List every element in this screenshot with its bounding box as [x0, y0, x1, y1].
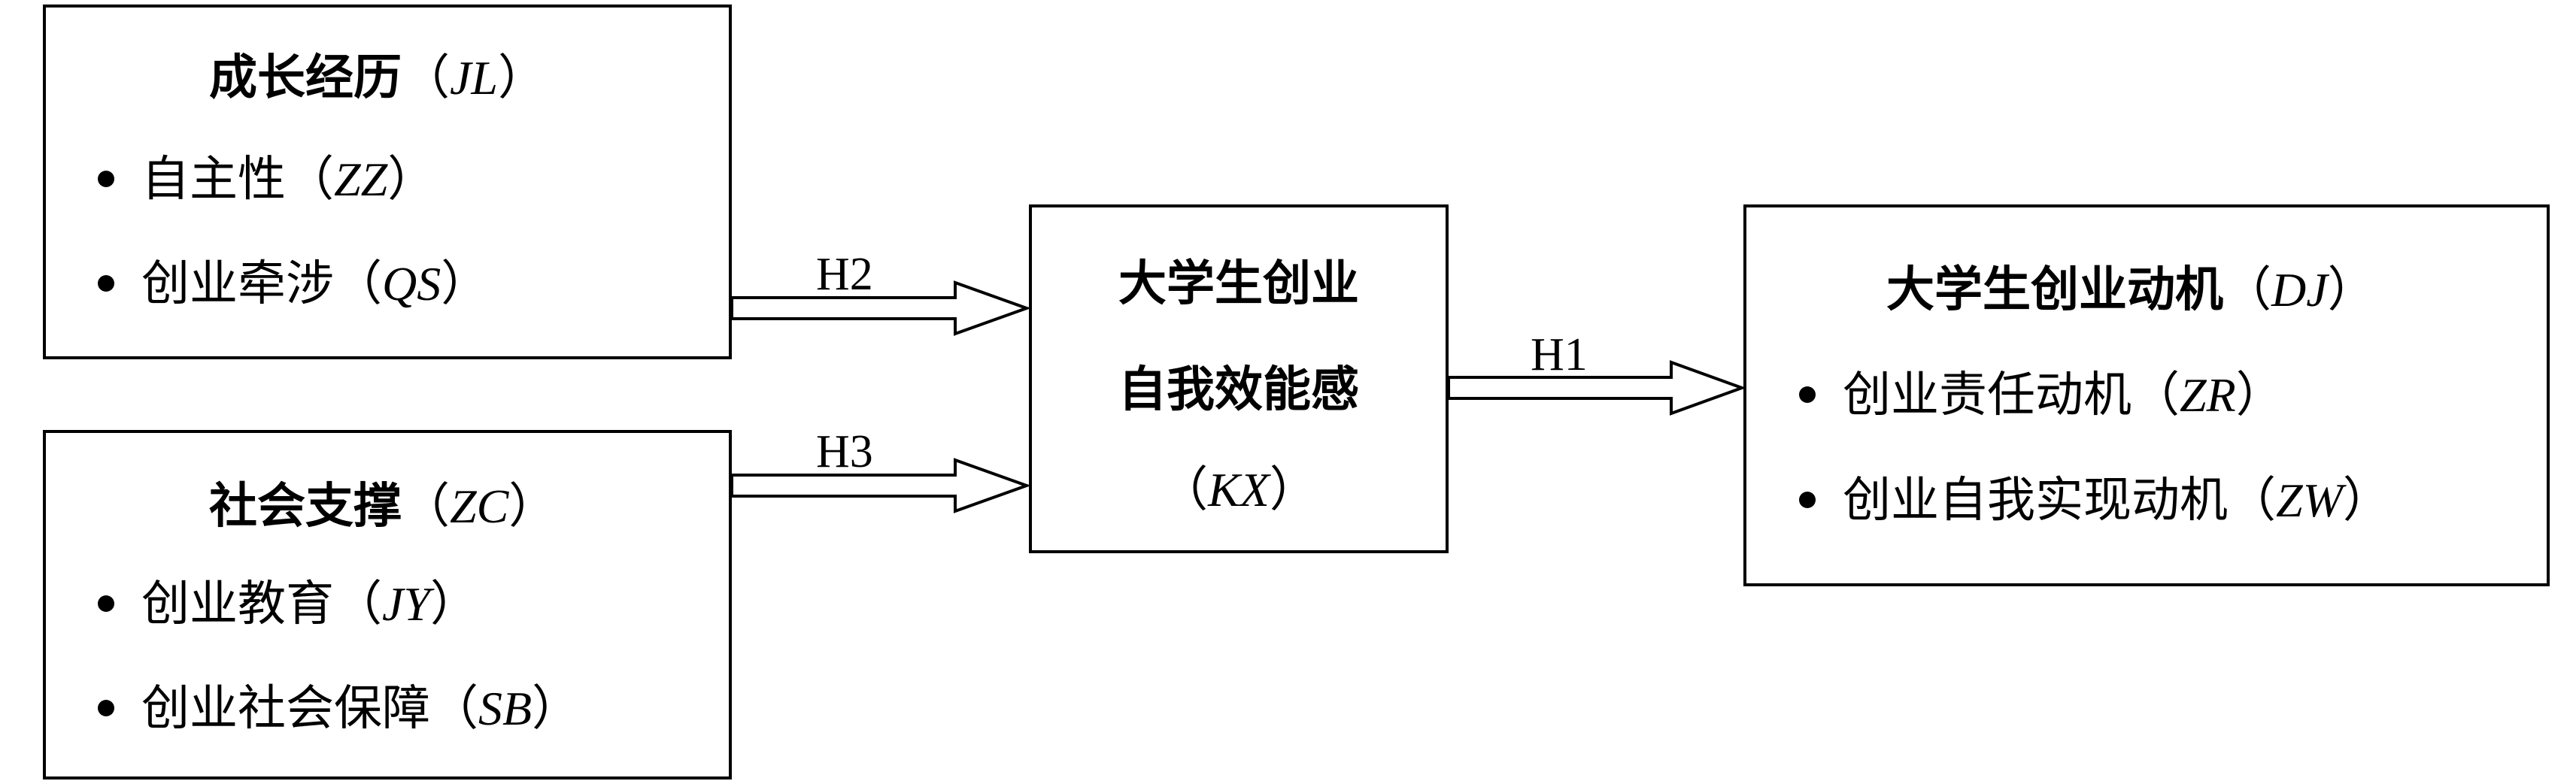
autonomy-item: 自主性（ZZ） — [98, 156, 435, 204]
h2-arrow — [730, 280, 1031, 336]
bullet-icon — [1799, 491, 1816, 508]
bullet-icon — [98, 274, 114, 292]
h2-label: H2 — [816, 249, 873, 300]
self-efficacy-box — [1029, 204, 1449, 553]
social-support-title: 社会支撑（ZC） — [209, 478, 557, 534]
h3-label: H3 — [816, 426, 873, 477]
entrepreneurship-education-item: 创业教育（JY） — [98, 580, 478, 628]
social-security-item: 创业社会保障（SB） — [98, 685, 580, 733]
social-support-box — [43, 430, 732, 779]
responsibility-motivation-item: 创业责任动机（ZR） — [1799, 371, 2284, 419]
h3-arrow — [730, 458, 1031, 513]
bullet-icon — [98, 699, 114, 716]
self-realization-motivation-item: 创业自我实现动机（ZW） — [1799, 477, 2391, 525]
bullet-icon — [1799, 386, 1816, 403]
entrepreneurial-motivation-box — [1743, 204, 2550, 586]
bullet-icon — [98, 595, 114, 612]
h1-arrow — [1447, 360, 1746, 416]
bullet-icon — [98, 170, 114, 187]
self-efficacy-abbr: （KX） — [1160, 462, 1318, 518]
growth-experience-box — [43, 5, 732, 359]
self-efficacy-title-line1: 大学生创业 — [1118, 256, 1359, 312]
entrepreneurial-motivation-title: 大学生创业动机（DJ） — [1886, 262, 2376, 318]
h1-label: H1 — [1531, 329, 1588, 380]
entrepreneurship-involvement-item: 创业牵涉（QS） — [98, 260, 489, 308]
growth-experience-title: 成长经历（JL） — [209, 50, 546, 106]
self-efficacy-title-line2: 自我效能感 — [1118, 362, 1359, 418]
